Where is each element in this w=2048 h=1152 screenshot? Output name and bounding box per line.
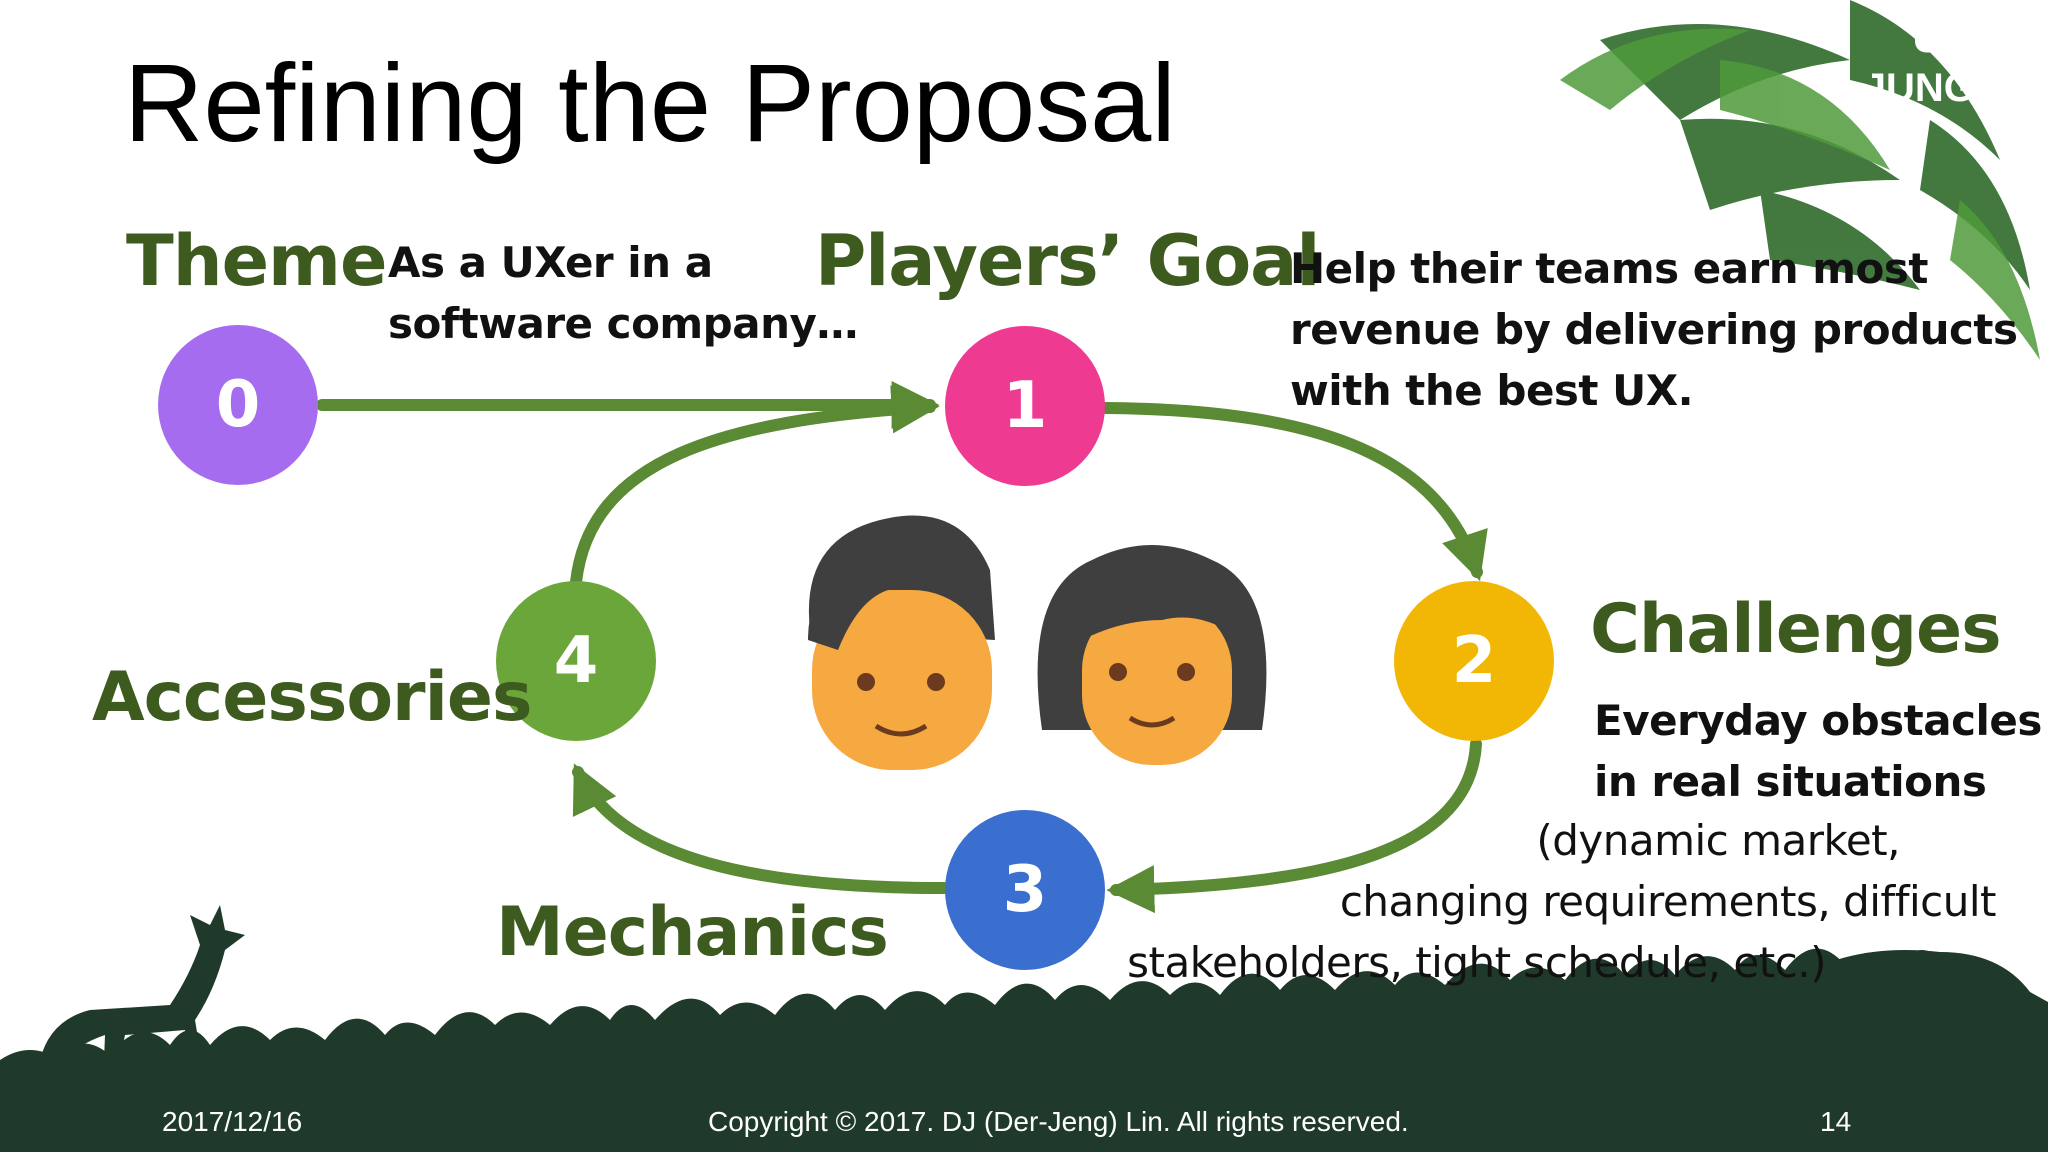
footer-page-number: 14: [1820, 1106, 1852, 1137]
girl-face-icon: [1037, 545, 1267, 765]
node-4-accessories: 4: [496, 581, 656, 741]
label-accessories: Accessories: [92, 658, 532, 737]
theme-description: As a UXer in a software company…: [388, 238, 858, 348]
label-mechanics: Mechanics: [496, 893, 889, 972]
footer-bar: [0, 1092, 2048, 1152]
node-0-theme: 0: [158, 325, 318, 485]
arrow-4-to-1: [570, 385, 940, 588]
arrow-3-to-4: [572, 763, 950, 894]
label-theme: Theme: [126, 220, 387, 302]
label-challenges: Challenges: [1590, 590, 2002, 669]
arrow-1-to-2: [1100, 402, 1488, 582]
node-1-players-goal: 1: [945, 326, 1105, 486]
slide-title: Refining the Proposal: [124, 42, 1176, 165]
goal-description: Help their teams earn most revenue by de…: [1290, 244, 2018, 415]
footer-date: 2017/12/16: [162, 1106, 303, 1137]
challenges-description: Everyday obstacles in real situations: [1594, 696, 2042, 806]
label-players-goal: Players’ Goal: [815, 220, 1320, 302]
node-2-challenges: 2: [1394, 581, 1554, 741]
boy-face-icon: [808, 515, 995, 770]
challenges-examples: (dynamic market, changing requirements, …: [1127, 816, 1996, 987]
ux-in-the-jungle-logo: UX in the JUNGLE: [1863, 13, 2026, 110]
node-3-mechanics: 3: [945, 810, 1105, 970]
footer-copyright: Copyright © 2017. DJ (Der-Jeng) Lin. All…: [708, 1106, 1409, 1137]
arrow-2-to-3: [1106, 738, 1482, 914]
